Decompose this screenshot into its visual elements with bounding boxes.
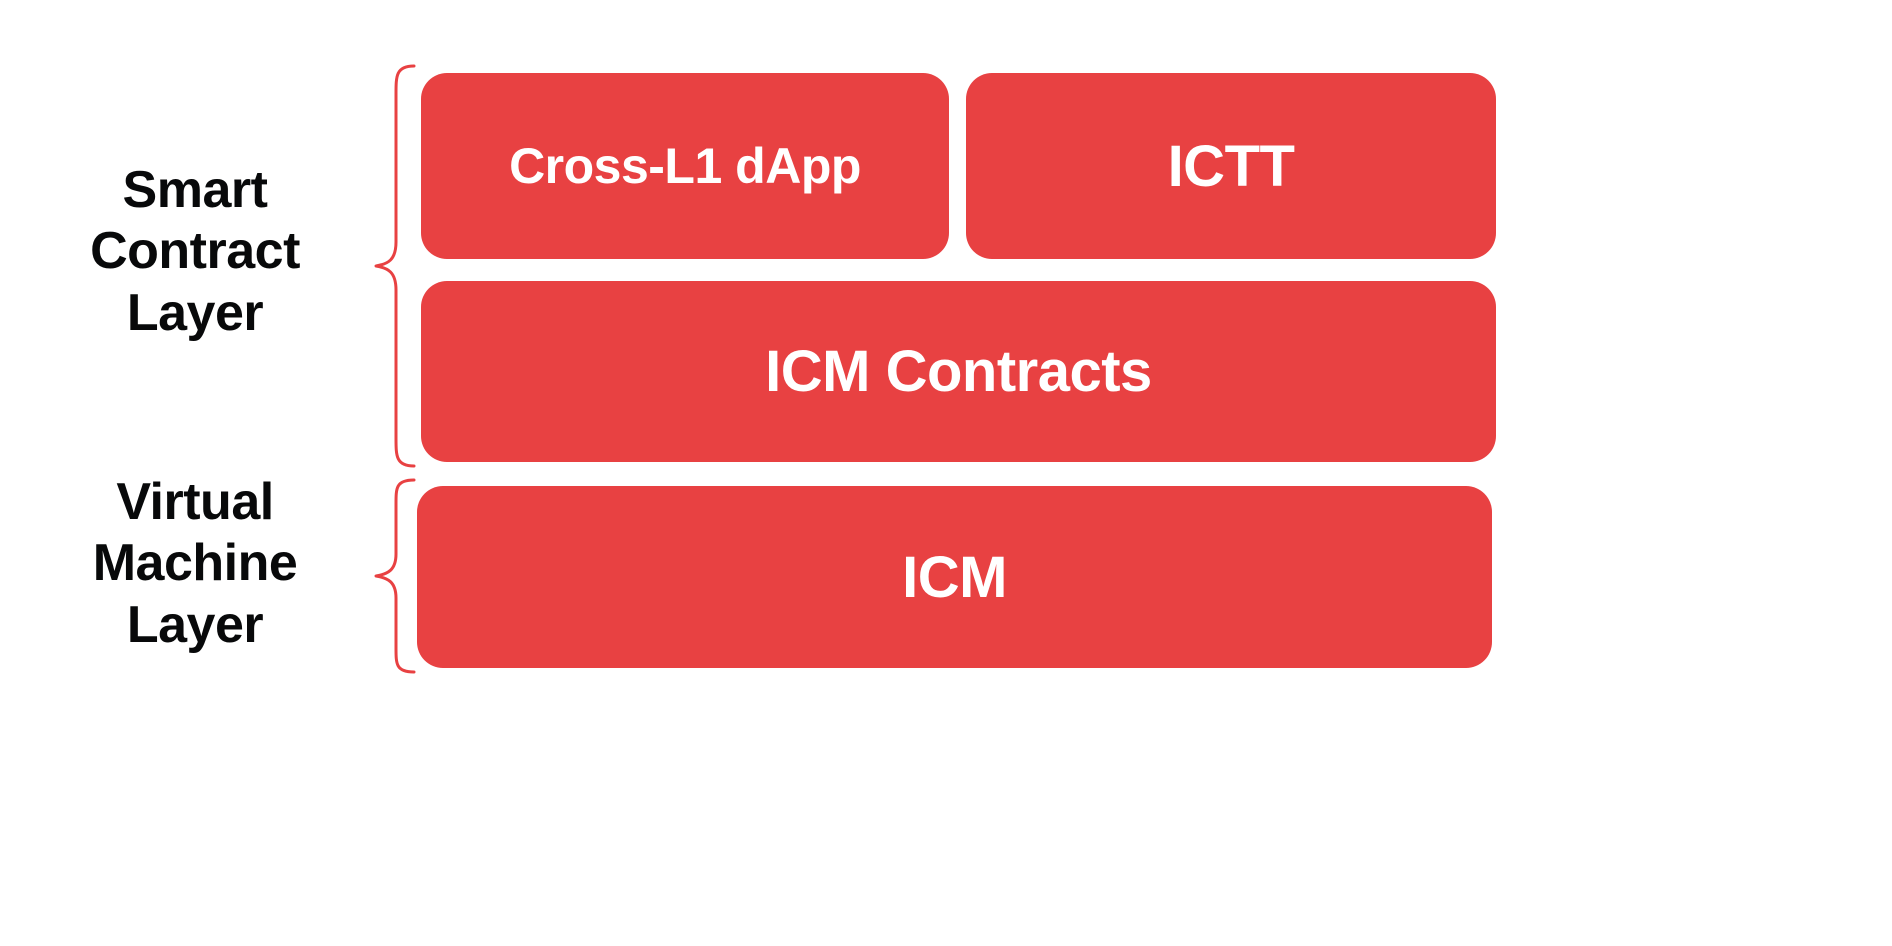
box-icm[interactable]: ICM: [417, 486, 1492, 668]
group-label-virtual-machine-layer: Virtual Machine Layer: [92, 473, 298, 654]
box-icm-contracts-label: ICM Contracts: [765, 339, 1152, 404]
box-icm-label: ICM: [902, 544, 1007, 610]
box-ictt-label: ICTT: [1167, 133, 1295, 199]
brace-smart-contract-layer: [374, 64, 416, 468]
box-ictt[interactable]: ICTT: [966, 73, 1496, 259]
box-cross-l1-dapp-label: Cross-L1 dApp: [509, 138, 861, 194]
box-icm-contracts[interactable]: ICM Contracts: [421, 281, 1496, 462]
group-label-smart-contract-layer: Smart Contract Layer: [90, 161, 300, 342]
box-cross-l1-dapp[interactable]: Cross-L1 dApp: [421, 73, 949, 259]
